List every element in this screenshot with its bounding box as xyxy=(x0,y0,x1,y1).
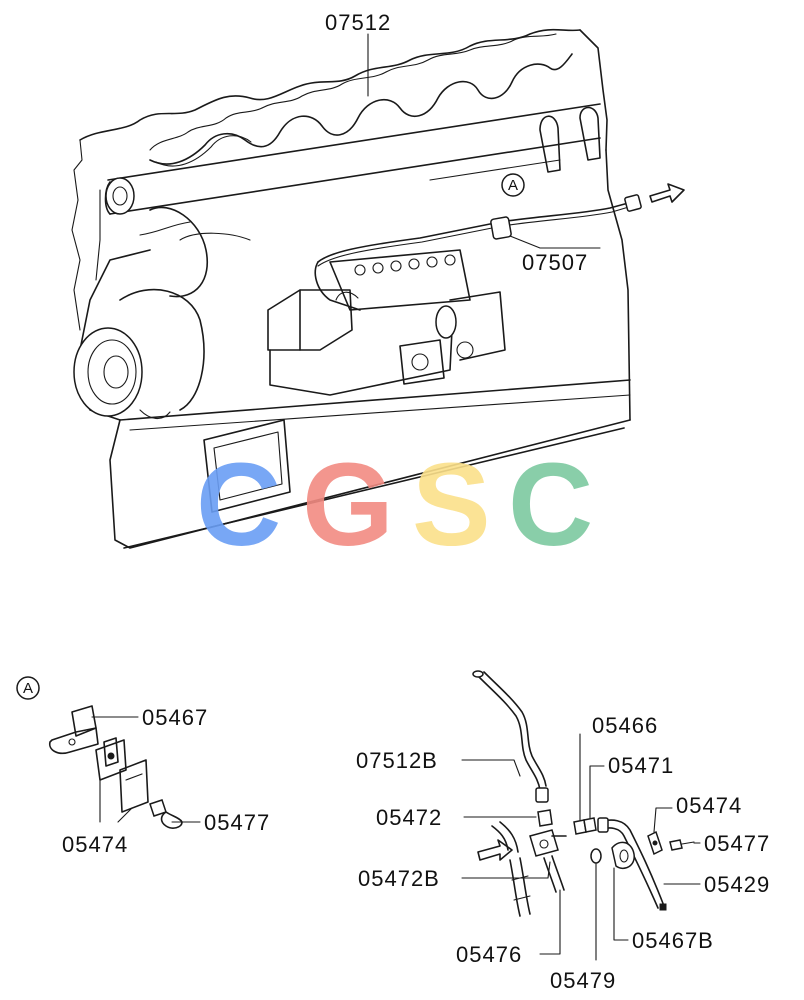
label-05477-a: 05477 xyxy=(204,810,270,835)
watermark-logo: C G S C xyxy=(196,439,593,571)
fuel-line-exploded-view xyxy=(472,670,695,917)
label-07507: 07507 xyxy=(522,250,588,275)
label-05471: 05471 xyxy=(608,753,674,778)
watermark-letter-c2: C xyxy=(508,439,593,571)
label-05474-b: 05474 xyxy=(676,793,742,818)
label-05472: 05472 xyxy=(376,805,442,830)
label-05479: 05479 xyxy=(550,968,616,993)
watermark-letter-c1: C xyxy=(196,439,281,571)
crank-pulley xyxy=(73,288,205,420)
label-07512B: 07512B xyxy=(356,748,438,773)
bracket-clamp-assembly xyxy=(48,705,183,829)
callout-a-main: A xyxy=(501,173,525,197)
svg-text:A: A xyxy=(23,680,33,697)
label-05474-a: 05474 xyxy=(62,832,128,857)
svg-text:A: A xyxy=(508,177,518,194)
label-05467: 05467 xyxy=(142,705,208,730)
label-05476: 05476 xyxy=(456,942,522,967)
engine-illustration xyxy=(71,28,685,549)
label-05466: 05466 xyxy=(592,713,658,738)
label-05429: 05429 xyxy=(704,872,770,897)
fuel-injection-pump xyxy=(267,249,506,396)
label-05472B: 05472B xyxy=(358,866,440,891)
watermark-letter-g: G xyxy=(302,439,394,571)
label-05467B: 05467B xyxy=(632,928,714,953)
watermark-letter-s: S xyxy=(412,439,491,571)
callout-a-detail: A xyxy=(16,676,40,700)
label-07512: 07512 xyxy=(325,10,391,35)
label-05477-b: 05477 xyxy=(704,831,770,856)
